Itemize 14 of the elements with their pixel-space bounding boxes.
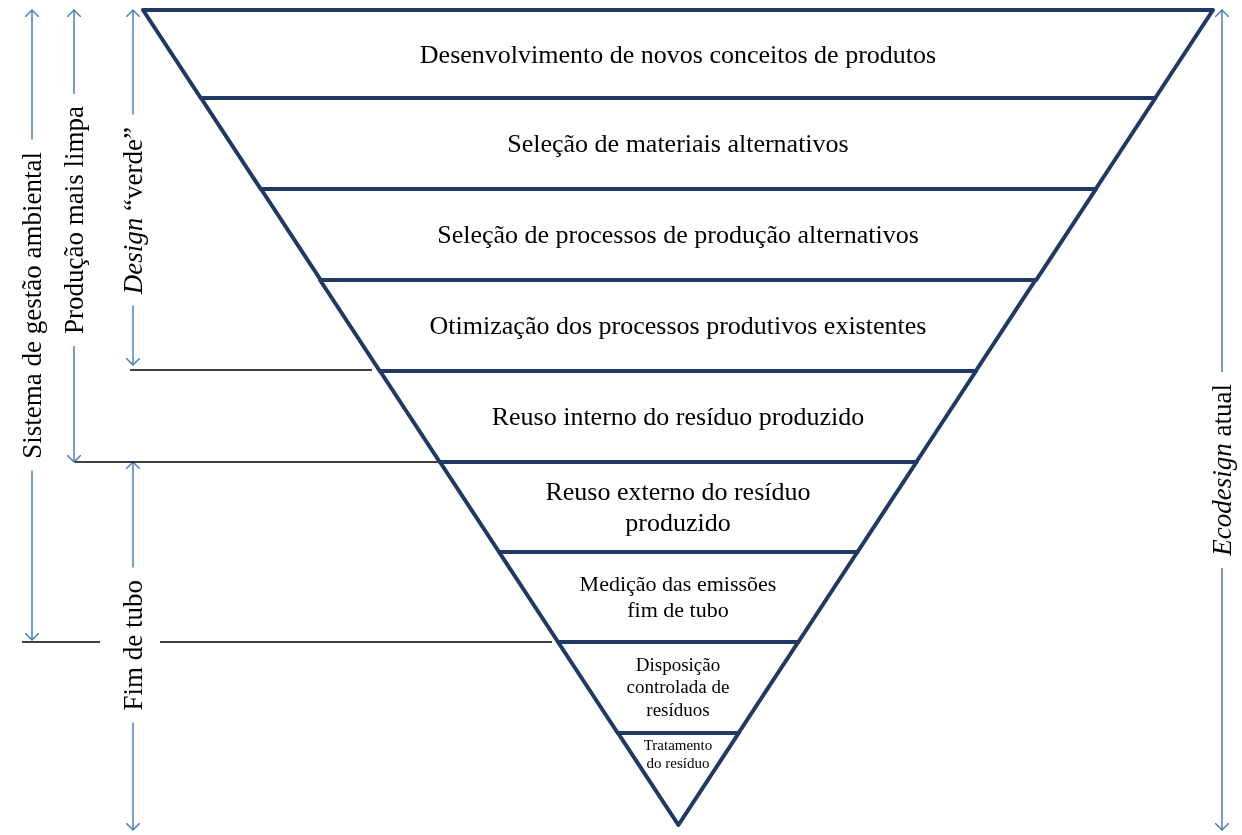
- level-label: Tratamento do resíduo: [642, 736, 714, 772]
- level-label: Reuso interno do resíduo produzido: [490, 401, 866, 433]
- level-label: Medição das emissões fim de tubo: [578, 570, 778, 624]
- level-label: Otimização dos processos produtivos existentes: [428, 310, 928, 342]
- level-label: Desenvolvimento de novos conceitos de produtos: [418, 38, 938, 70]
- range-label: Ecodesign atual: [1206, 384, 1238, 556]
- range-label: Sistema de gestão ambiental: [16, 151, 48, 459]
- level-label: Disposição controlada de resíduos: [625, 653, 731, 722]
- range-label: Fim de tubo: [117, 579, 149, 710]
- level-label: Seleção de processos de produção alternativos: [436, 219, 920, 251]
- level-label: Reuso externo do resíduo produzido: [544, 476, 812, 539]
- level-label: Seleção de materiais alternativos: [506, 128, 850, 160]
- range-label: Design “verde”: [117, 126, 149, 294]
- range-label: Produção mais limpa: [58, 106, 90, 334]
